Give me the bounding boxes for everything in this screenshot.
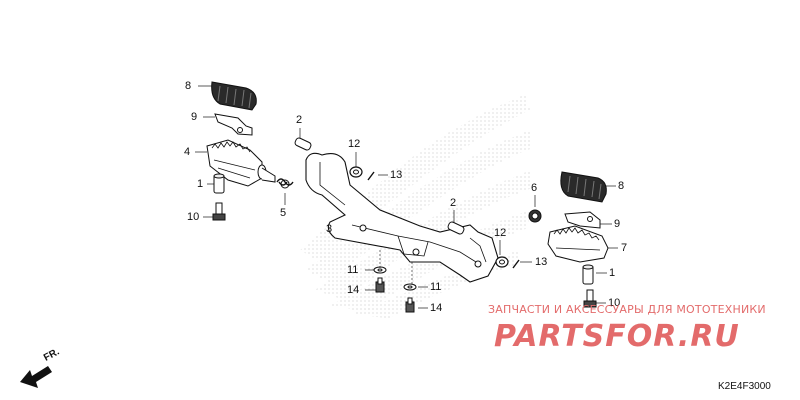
step-bracket <box>305 152 499 283</box>
left-pivot-collar <box>213 173 225 194</box>
callout-2-center: 2 <box>450 197 457 209</box>
diagram-code: K2E4F3000 <box>718 381 771 392</box>
bolt-14a <box>375 277 385 293</box>
watermark-logo: PARTSFOR.RU <box>494 319 740 354</box>
callout-3: 3 <box>326 223 333 235</box>
callout-8-left: 8 <box>185 80 192 92</box>
callout-13-right: 13 <box>535 256 548 268</box>
callout-10-left: 10 <box>187 211 200 223</box>
right-bolt <box>583 289 597 308</box>
left-bolt <box>212 202 226 221</box>
center-pin <box>447 221 465 235</box>
callout-11-b: 11 <box>430 281 442 293</box>
callout-5: 5 <box>280 207 287 219</box>
right-footpeg <box>547 225 609 263</box>
left-washer <box>349 166 363 178</box>
callout-12-left: 12 <box>348 138 361 150</box>
left-pin <box>294 137 312 151</box>
callout-4: 4 <box>184 146 191 158</box>
washer-11b <box>403 283 417 291</box>
callout-1-right: 1 <box>609 267 616 279</box>
left-cotter-pin <box>367 171 375 181</box>
callout-7: 7 <box>621 242 628 254</box>
callout-2-left: 2 <box>296 114 303 126</box>
right-spring-nut <box>528 209 542 223</box>
callout-9-left: 9 <box>191 111 198 123</box>
left-footpeg <box>206 139 276 187</box>
left-step-plate <box>214 113 253 136</box>
callout-9-right: 9 <box>614 218 621 230</box>
left-rubber-pad <box>211 81 257 111</box>
right-washer <box>495 256 509 268</box>
bolt-14b <box>405 297 415 313</box>
right-rubber-pad <box>560 171 607 203</box>
right-pivot-collar <box>582 264 594 285</box>
callout-11-a: 11 <box>347 264 359 276</box>
watermark-caption: ЗАПЧАСТИ И АКСЕССУАРЫ ДЛЯ МОТОТЕХНИКИ <box>488 303 766 316</box>
washer-11a <box>373 266 387 274</box>
callout-10-right: 10 <box>608 297 621 309</box>
left-spring <box>276 178 294 189</box>
callout-8-right: 8 <box>618 180 625 192</box>
front-direction-arrow-icon <box>20 366 52 388</box>
callout-13-left: 13 <box>390 169 403 181</box>
callout-1-left: 1 <box>197 178 204 190</box>
right-step-plate <box>564 211 601 229</box>
callout-14-a: 14 <box>347 284 360 296</box>
callout-6: 6 <box>531 182 538 194</box>
right-cotter-pin <box>512 259 520 269</box>
leader-lines <box>195 85 618 309</box>
callout-12-right: 12 <box>494 227 507 239</box>
callout-14-b: 14 <box>430 302 443 314</box>
